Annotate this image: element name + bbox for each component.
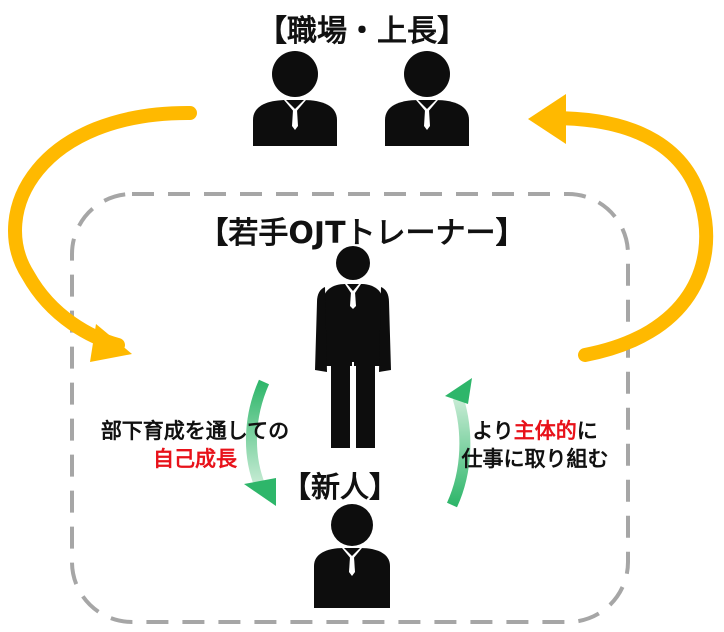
attitude-suffix: に [576,419,598,443]
trainer-growth-note-line1: 部下育成を通しての [100,419,290,443]
new-hire-attitude-note-line2: 仕事に取り組む [461,447,609,471]
outer-arrow-right [528,94,714,362]
inner-arrow-left [244,379,276,506]
attitude-prefix: より [472,419,514,443]
new-hire-title: 【新人】 [281,470,398,504]
trainer-scope-boundary [70,192,630,624]
person-bust-icon [385,51,469,146]
trainer-growth-note-line2: 自己成長 [153,447,237,471]
trainer-growth-note: 部下育成を通しての 自己成長 [60,417,330,473]
outer-arrow-left [8,105,197,362]
new-hire-attitude-note: より主体的に 仕事に取り組む [425,417,645,473]
attitude-highlight: 主体的 [513,419,577,443]
person-standing-icon [315,246,391,448]
new-hire-attitude-note-line1: より主体的に [425,417,645,445]
inner-arrow-right [445,378,472,508]
person-bust-icon [314,504,390,608]
manager-group-title: 【職場・上長】 [257,14,467,49]
trainer-title: 【若手OJTトレーナー】 [198,216,526,251]
person-bust-icon [253,51,337,146]
